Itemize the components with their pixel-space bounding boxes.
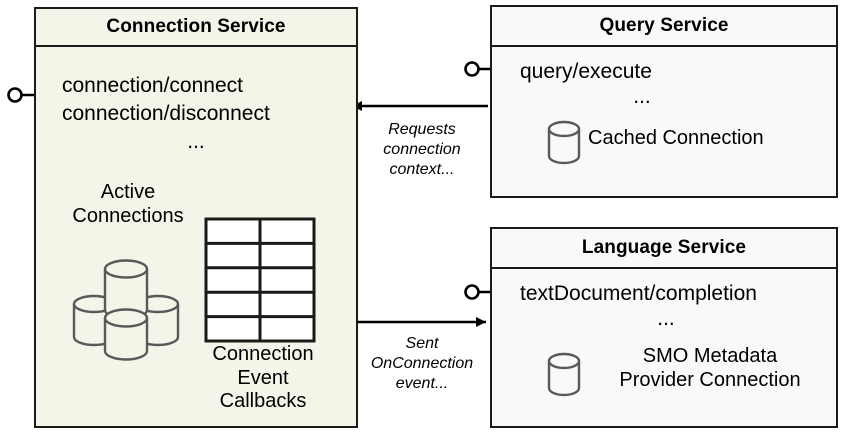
connection-service-body: connection/connect connection/disconnect… xyxy=(36,47,356,428)
connection-event-callbacks-label: Connection Event Callbacks xyxy=(212,343,314,413)
language-service-operations-ellipsis: ... xyxy=(657,307,675,330)
active-connections-label: Active Connections xyxy=(72,181,184,227)
connection-service-title: Connection Service xyxy=(36,9,356,47)
language-service-box[interactable]: Language Service textDocument/completion… xyxy=(490,227,838,428)
query-service-operations-ellipsis: ... xyxy=(633,85,651,108)
query-service-operation-0[interactable]: query/execute xyxy=(520,60,652,83)
query-service-box[interactable]: Query Service query/execute ... Cached C… xyxy=(490,5,838,198)
database-cylinder-icon-cached xyxy=(547,120,581,165)
edge-label-requests-connection-context: Requests connection context... xyxy=(383,121,461,178)
database-cluster-icon xyxy=(72,259,180,361)
query-service-body: query/execute ... Cached Connection xyxy=(492,47,836,200)
connection-service-operation-1[interactable]: connection/disconnect xyxy=(62,102,270,125)
language-service-operation-0[interactable]: textDocument/completion xyxy=(520,282,757,305)
database-cylinder-icon-smo xyxy=(547,352,581,397)
language-service-body: textDocument/completion ... SMO Metadata… xyxy=(492,269,836,430)
smo-metadata-provider-connection-label: SMO Metadata Provider Connection xyxy=(619,345,801,391)
table-grid-icon xyxy=(204,217,316,343)
cached-connection-label: Cached Connection xyxy=(588,127,764,149)
edge-label-sent-onconnection-event: Sent OnConnection event... xyxy=(370,335,474,392)
connection-service-operation-0[interactable]: connection/connect xyxy=(62,74,243,97)
language-service-title: Language Service xyxy=(492,229,836,269)
connection-service-operations-ellipsis: ... xyxy=(187,130,205,153)
query-service-title: Query Service xyxy=(492,7,836,47)
connection-service-box[interactable]: Connection Service connection/connect co… xyxy=(34,7,358,428)
